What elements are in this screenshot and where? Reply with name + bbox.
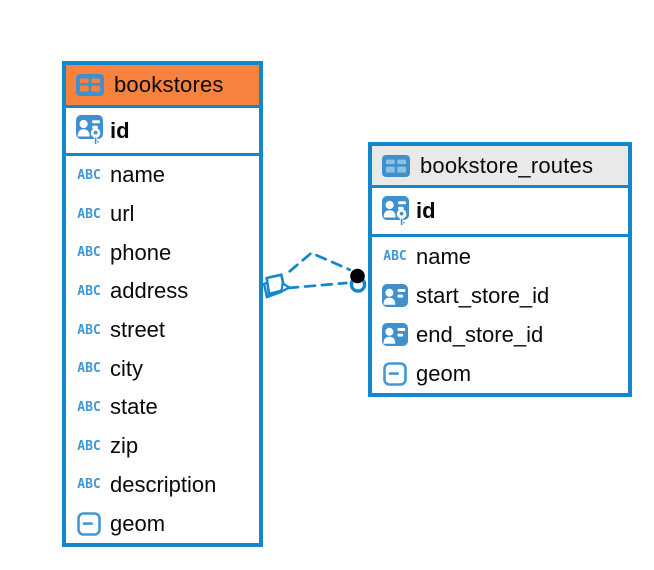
- column-name: end_store_id: [416, 321, 544, 347]
- column-name: id: [110, 117, 130, 143]
- column-name: geom: [416, 360, 472, 386]
- text-type-icon: ABC: [77, 167, 101, 183]
- column-name: description: [110, 471, 217, 497]
- column-row[interactable]: start_store_id: [372, 276, 628, 315]
- foreign-key-icon: [380, 323, 410, 346]
- column-row[interactable]: geom: [66, 504, 259, 543]
- relationship-diamond-tip: [280, 281, 292, 294]
- column-name: name: [110, 162, 166, 188]
- text-type-icon: ABC: [77, 438, 101, 454]
- text-type-icon: ABC: [77, 399, 101, 415]
- text-type-icon: ABC: [77, 477, 101, 493]
- column-name: zip: [110, 433, 139, 459]
- relationship-line-lower[interactable]: [286, 281, 348, 290]
- primary-key-icon: [74, 115, 104, 146]
- column-name: id: [416, 198, 436, 223]
- column-row[interactable]: geom: [372, 354, 628, 393]
- relationship-dot-end: [350, 268, 365, 284]
- column-name: street: [110, 317, 166, 343]
- column-row[interactable]: ABC description: [66, 466, 259, 505]
- text-type-icon: ABC: [77, 283, 101, 299]
- column-row[interactable]: ABC url: [66, 195, 259, 234]
- table-bookstores-header[interactable]: bookstores: [66, 65, 259, 108]
- text-type-icon: ABC: [77, 206, 101, 222]
- column-row[interactable]: ABC city: [66, 349, 259, 388]
- table-bookstore-routes[interactable]: bookstore_routes id ABC name: [368, 142, 632, 397]
- text-type-icon: ABC: [77, 322, 101, 338]
- foreign-key-icon: [380, 284, 410, 307]
- column-name: geom: [110, 510, 166, 536]
- table-title: bookstores: [114, 72, 224, 97]
- column-name: url: [110, 201, 135, 227]
- column-row[interactable]: ABC address: [66, 272, 259, 311]
- column-row[interactable]: ABC zip: [66, 427, 259, 466]
- column-row[interactable]: end_store_id: [372, 315, 628, 354]
- table-bookstores[interactable]: bookstores id ABC name: [62, 61, 263, 547]
- column-name: name: [416, 243, 472, 269]
- table-icon: [75, 74, 105, 96]
- column-row-pk[interactable]: id: [66, 108, 259, 156]
- column-row[interactable]: ABC state: [66, 388, 259, 427]
- column-row-pk[interactable]: id: [372, 188, 628, 237]
- table-icon: [381, 154, 411, 177]
- geometry-type-icon: [74, 511, 104, 536]
- table-title: bookstore_routes: [420, 152, 594, 178]
- text-type-icon: ABC: [77, 245, 101, 261]
- column-name: address: [110, 278, 189, 304]
- column-name: start_store_id: [416, 282, 550, 308]
- text-type-icon: ABC: [77, 361, 101, 377]
- relationship-line-upper[interactable]: [288, 251, 352, 273]
- relationship-connector[interactable]: [253, 233, 379, 317]
- geometry-type-icon: [380, 361, 410, 386]
- text-type-icon: ABC: [383, 249, 407, 264]
- column-name: city: [110, 355, 143, 381]
- column-name: phone: [110, 239, 172, 265]
- column-row[interactable]: ABC name: [372, 237, 628, 276]
- primary-key-icon: [380, 195, 410, 227]
- column-row[interactable]: ABC phone: [66, 233, 259, 272]
- table-bookstore-routes-header[interactable]: bookstore_routes: [372, 146, 628, 188]
- column-row[interactable]: ABC name: [66, 156, 259, 195]
- column-name: state: [110, 394, 158, 420]
- column-row[interactable]: ABC street: [66, 311, 259, 350]
